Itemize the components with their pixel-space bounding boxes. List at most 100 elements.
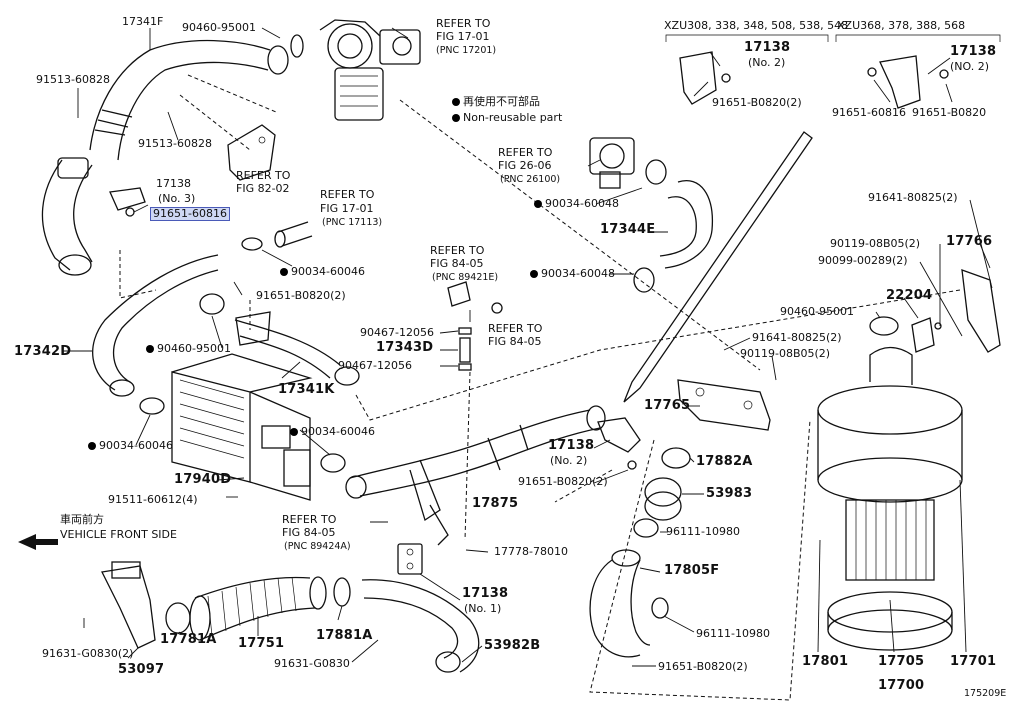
part-label[interactable]: 90034-60046: [290, 426, 375, 438]
part-label[interactable]: 53097: [118, 662, 165, 677]
part-label[interactable]: 17343D: [376, 340, 434, 355]
refer-label[interactable]: FIG 17-01: [320, 202, 374, 215]
figure-id: 175209E: [964, 688, 1007, 699]
part-label[interactable]: 91641-80825(2): [868, 191, 958, 204]
part-label[interactable]: 91651-B0820: [912, 106, 987, 119]
part-label[interactable]: 90119-08B05(2): [740, 347, 831, 360]
part-label[interactable]: 91651-60816: [832, 106, 906, 119]
part-label[interactable]: 17778-78010: [494, 545, 568, 558]
part-label[interactable]: 17766: [946, 234, 993, 249]
part-label[interactable]: 17342D: [14, 344, 72, 359]
leader-lines: [62, 27, 993, 667]
part-label[interactable]: 17138: [462, 586, 509, 601]
part-label[interactable]: 17701: [950, 654, 997, 669]
bracket-17765-part: [677, 379, 771, 431]
part-label[interactable]: 17344E: [600, 222, 656, 237]
part-label[interactable]: 90460-95001: [780, 305, 854, 318]
part-label[interactable]: 17940D: [174, 472, 232, 487]
vehicle-front-en: VEHICLE FRONT SIDE: [60, 528, 177, 541]
part-label[interactable]: 90034-60048: [530, 268, 615, 280]
part-label[interactable]: 17801: [802, 654, 849, 669]
refer-label[interactable]: FIG 26-06: [498, 159, 552, 172]
part-label[interactable]: 17875: [472, 496, 519, 511]
hose-17343D-part: [458, 327, 472, 371]
sensor-22204-part: [911, 317, 942, 353]
part-label[interactable]: 17138: [156, 177, 191, 190]
part-label[interactable]: 17341K: [278, 382, 335, 397]
part-label[interactable]: 90119-08B05(2): [830, 237, 921, 250]
part-label[interactable]: 90467-12056: [360, 326, 434, 339]
refer-label[interactable]: REFER TO: [282, 513, 337, 526]
variant-right-label: XZU368, 378, 388, 568: [837, 19, 966, 32]
refer-label[interactable]: REFER TO: [498, 146, 553, 159]
part-label[interactable]: 53983: [706, 486, 753, 501]
part-label[interactable]: 90034-60046: [88, 440, 173, 452]
hose-17342D-upper-part: [41, 157, 93, 276]
refer-label[interactable]: FIG 84-05: [488, 335, 542, 348]
refer-pnc-label: (PNC 17201): [436, 45, 497, 56]
refer-pnc-label: (PNC 26100): [500, 174, 561, 185]
clamp-90460-right-part: [869, 316, 899, 336]
part-sub-label: (No. 3): [158, 192, 196, 205]
air-cleaner-17700-part: [817, 346, 963, 651]
part-label[interactable]: 17341F: [122, 15, 164, 28]
part-label[interactable]: 91651-B0820(2): [256, 289, 346, 302]
part-label[interactable]: 17751: [238, 636, 285, 651]
part-label[interactable]: 91631-G0830: [274, 657, 350, 670]
sensor-89421E-part: [447, 281, 503, 314]
refer-label[interactable]: FIG 84-05: [430, 257, 484, 270]
part-label[interactable]: 91651-B0820(2): [518, 475, 608, 488]
refer-pnc-label: (PNC 17113): [322, 217, 383, 228]
part-label[interactable]: 90034-60048: [534, 198, 619, 210]
part-label[interactable]: 17138: [744, 40, 791, 55]
part-label[interactable]: 91641-80825(2): [752, 331, 842, 344]
refer-label[interactable]: FIG 84-05: [282, 526, 336, 539]
refer-label[interactable]: FIG 82-02: [236, 182, 290, 195]
part-label[interactable]: 17881A: [316, 628, 373, 643]
refer-label[interactable]: REFER TO: [488, 322, 543, 335]
hose-17344E-part: [633, 180, 714, 293]
part-label[interactable]: 96111-10980: [696, 627, 770, 640]
part-label[interactable]: 17138: [950, 44, 997, 59]
part-sub-label: (No. 1): [464, 602, 502, 615]
refer-label[interactable]: REFER TO: [236, 169, 291, 182]
part-label[interactable]: 91513-60828: [36, 73, 110, 86]
variant-left-label: XZU308, 338, 348, 508, 538, 548: [664, 19, 849, 32]
part-label[interactable]: 91651-B0820(2): [658, 660, 748, 673]
variant-brackets: [665, 34, 1001, 42]
refer-pnc-label: (PNC 89424A): [284, 541, 351, 552]
part-label[interactable]: 90034-60046: [280, 266, 365, 278]
part-label[interactable]: 91651-B0820(2): [712, 96, 802, 109]
part-label[interactable]: 90467-12056: [338, 359, 412, 372]
part-sub-label: (No. 2): [550, 454, 588, 467]
part-label[interactable]: 17700: [878, 678, 925, 693]
part-label[interactable]: 17781A: [160, 632, 217, 647]
refer-label[interactable]: REFER TO: [430, 244, 485, 257]
part-label[interactable]: 17882A: [696, 454, 753, 469]
part-label[interactable]: 53982B: [484, 638, 541, 653]
bracket-fig-82-02-part: [227, 124, 276, 181]
refer-pnc-label: (PNC 89421E): [432, 272, 499, 283]
refer-label[interactable]: FIG 17-01: [436, 30, 490, 43]
legend-jp: 再使用不可部品: [452, 96, 540, 108]
part-label[interactable]: 91631-G0830(2): [42, 647, 134, 660]
part-label[interactable]: 91513-60828: [138, 137, 212, 150]
part-label[interactable]: 96111-10980: [666, 525, 740, 538]
ring-17781A-part: [165, 602, 191, 634]
part-label[interactable]: 90460-95001: [146, 343, 231, 355]
refer-label[interactable]: REFER TO: [320, 188, 375, 201]
refer-label[interactable]: REFER TO: [436, 17, 491, 30]
pipe-17341K-part: [199, 293, 360, 386]
part-label[interactable]: 90460-95001: [182, 21, 256, 34]
part-label[interactable]: 91511-60612(4): [108, 493, 198, 506]
bracket-17138-no2-mid-part: [597, 417, 641, 470]
hose-17805F-part: [589, 549, 669, 658]
part-label[interactable]: 17805F: [664, 563, 720, 578]
part-label[interactable]: 17705: [878, 654, 925, 669]
part-label[interactable]: 17138: [548, 438, 595, 453]
part-label-highlighted[interactable]: 91651-60816: [150, 207, 230, 221]
part-label[interactable]: 22204: [886, 288, 933, 303]
part-label[interactable]: 17765: [644, 398, 691, 413]
part-label[interactable]: 90099-00289(2): [818, 254, 908, 267]
